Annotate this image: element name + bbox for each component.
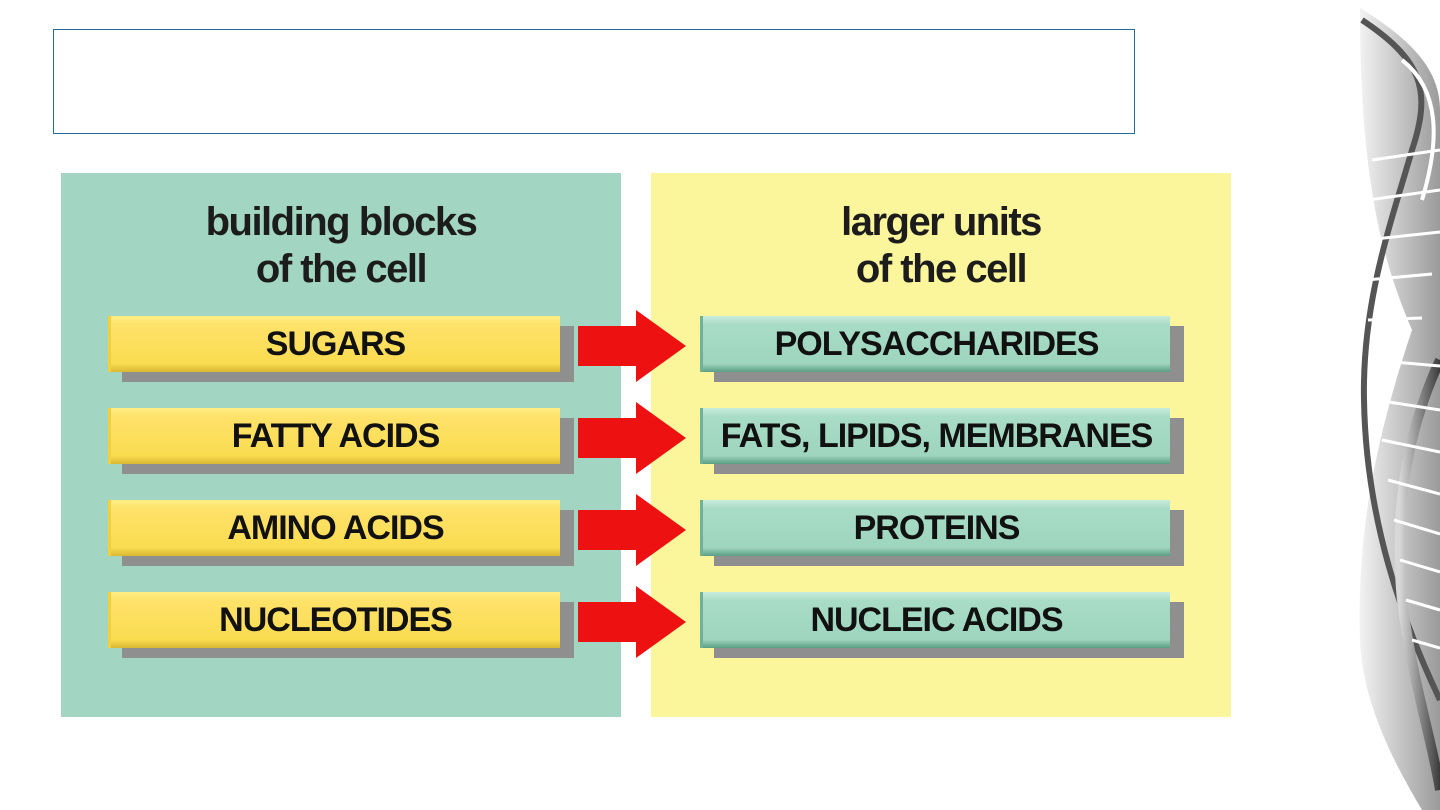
nucleotides-box: NUCLEOTIDES — [108, 592, 560, 648]
larger-units-heading: larger units of the cell — [651, 199, 1231, 293]
right-arrow-icon — [578, 310, 686, 382]
larger-units-heading-line1: larger units — [841, 200, 1042, 244]
building-blocks-heading-line2: of the cell — [255, 247, 428, 291]
fats-lipids-membranes-box: FATS, LIPIDS, MEMBRANES — [700, 408, 1170, 464]
right-arrow-icon — [578, 402, 686, 474]
larger-units-heading-line2: of the cell — [855, 247, 1028, 291]
fatty-acids-box: FATTY ACIDS — [108, 408, 560, 464]
polysaccharides-box: POLYSACCHARIDES — [700, 316, 1170, 372]
proteins-box: PROTEINS — [700, 500, 1170, 556]
title-placeholder[interactable] — [53, 29, 1135, 134]
nucleic-acids-box: NUCLEIC ACIDS — [700, 592, 1170, 648]
dna-helix-icon — [1359, 8, 1440, 810]
amino-acids-box: AMINO ACIDS — [108, 500, 560, 556]
building-blocks-heading: building blocks of the cell — [61, 199, 621, 293]
right-arrow-icon — [578, 586, 686, 658]
sugars-box: SUGARS — [108, 316, 560, 372]
building-blocks-heading-line1: building blocks — [205, 200, 478, 244]
right-arrow-icon — [578, 494, 686, 566]
